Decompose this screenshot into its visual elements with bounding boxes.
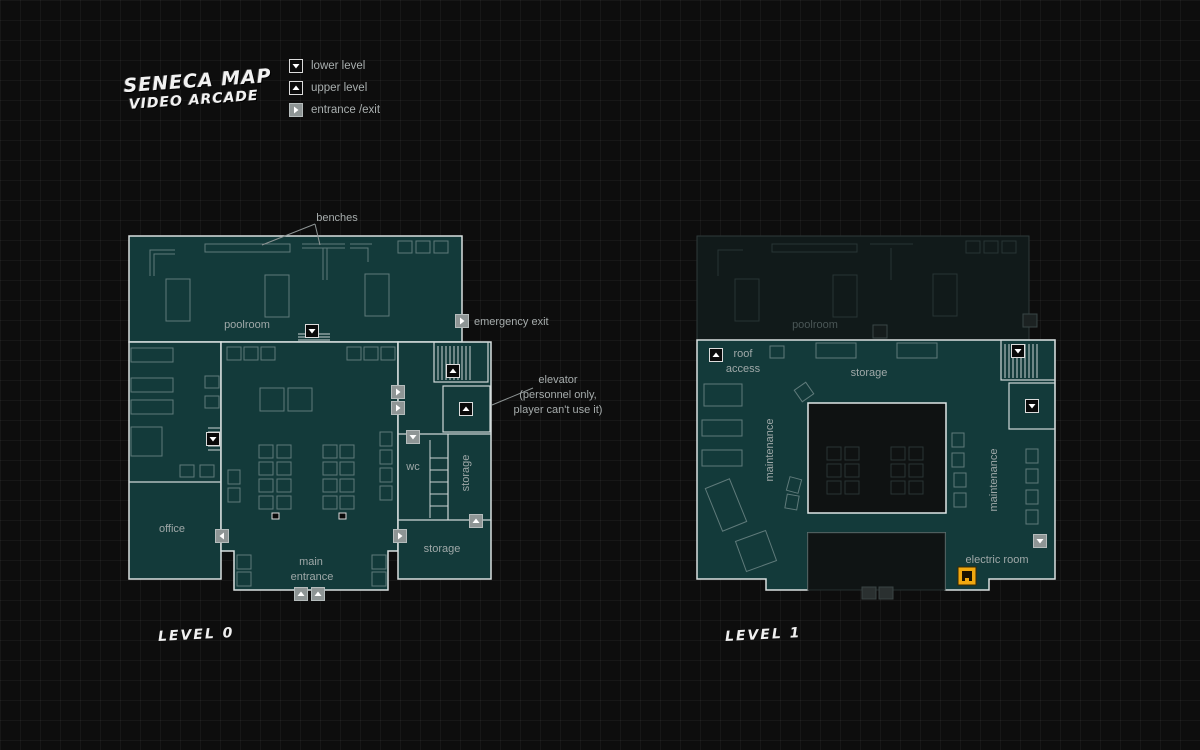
emergency-exit-icon[interactable] [455, 314, 469, 328]
stairs-down-icon[interactable] [1011, 344, 1025, 358]
door-icon[interactable] [406, 430, 420, 444]
poolroom-furniture [149, 240, 449, 322]
room-label-storage: storage [460, 455, 472, 492]
room-label-wc: wc [405, 461, 420, 473]
main-hall-area [220, 341, 399, 591]
left-wing-area [128, 341, 222, 580]
electric-room-marker-icon[interactable] [957, 566, 977, 586]
room-label-poolroom: poolroom [224, 319, 270, 331]
upper-level-icon [289, 81, 303, 95]
exit-icon[interactable] [393, 529, 407, 543]
exit-icon[interactable] [391, 385, 405, 399]
annotation-elevator: player can't use it) [514, 404, 603, 416]
room-label-roof-access: roof [734, 348, 754, 360]
elevator-down-icon [1025, 399, 1039, 413]
room-label-office: office [159, 523, 185, 535]
annotation-benches: benches [316, 212, 358, 224]
room-label-main-entrance: main [299, 556, 323, 568]
room-label-storage: storage [851, 367, 888, 379]
lower-level-icon [289, 59, 303, 73]
main-entrance-icon[interactable] [294, 587, 308, 601]
legend: lower level upper level entrance /exit [289, 55, 380, 121]
stairs-down-icon[interactable] [206, 432, 220, 446]
room-label-poolroom-ghost: poolroom [792, 319, 838, 331]
arcade-machines [226, 346, 396, 587]
room-label-storage: storage [424, 543, 461, 555]
legend-item-entrance-exit: entrance /exit [289, 99, 380, 121]
legend-label: entrance /exit [311, 104, 381, 116]
exit-icon[interactable] [391, 401, 405, 415]
annotation-elevator: (personnel only, [519, 389, 596, 401]
exit-icon[interactable] [215, 529, 229, 543]
annotation-elevator: elevator [538, 374, 577, 386]
legend-label: upper level [311, 82, 368, 94]
stairs-down-icon[interactable] [305, 324, 319, 338]
room-label-main-entrance: entrance [291, 571, 334, 583]
entrance-exit-icon [289, 103, 303, 117]
legend-item-lower-level: lower level [289, 55, 380, 77]
room-label-electric-room: electric room [966, 554, 1029, 566]
stairs-up-icon[interactable] [446, 364, 460, 378]
poolroom-area [128, 235, 463, 343]
door-icon[interactable] [469, 514, 483, 528]
room-label-maintenance: maintenance [988, 449, 1000, 512]
room-label-maintenance: maintenance [764, 419, 776, 482]
ghost-poolroom-area [696, 235, 1030, 341]
room-label-roof-access: access [726, 363, 761, 375]
atrium-void [807, 402, 947, 514]
annotation-emergency-exit: emergency exit [474, 316, 549, 328]
level-1-plan: poolroom roof access storage maintenance… [696, 235, 1056, 600]
elevator-up-icon [459, 402, 473, 416]
level-0-plan: poolroom office main entrance wc storage… [128, 212, 603, 601]
main-entrance-icon[interactable] [311, 587, 325, 601]
legend-label: lower level [311, 60, 366, 72]
legend-item-upper-level: upper level [289, 77, 380, 99]
roof-access-up-icon[interactable] [709, 348, 723, 362]
door-icon[interactable] [1033, 534, 1047, 548]
